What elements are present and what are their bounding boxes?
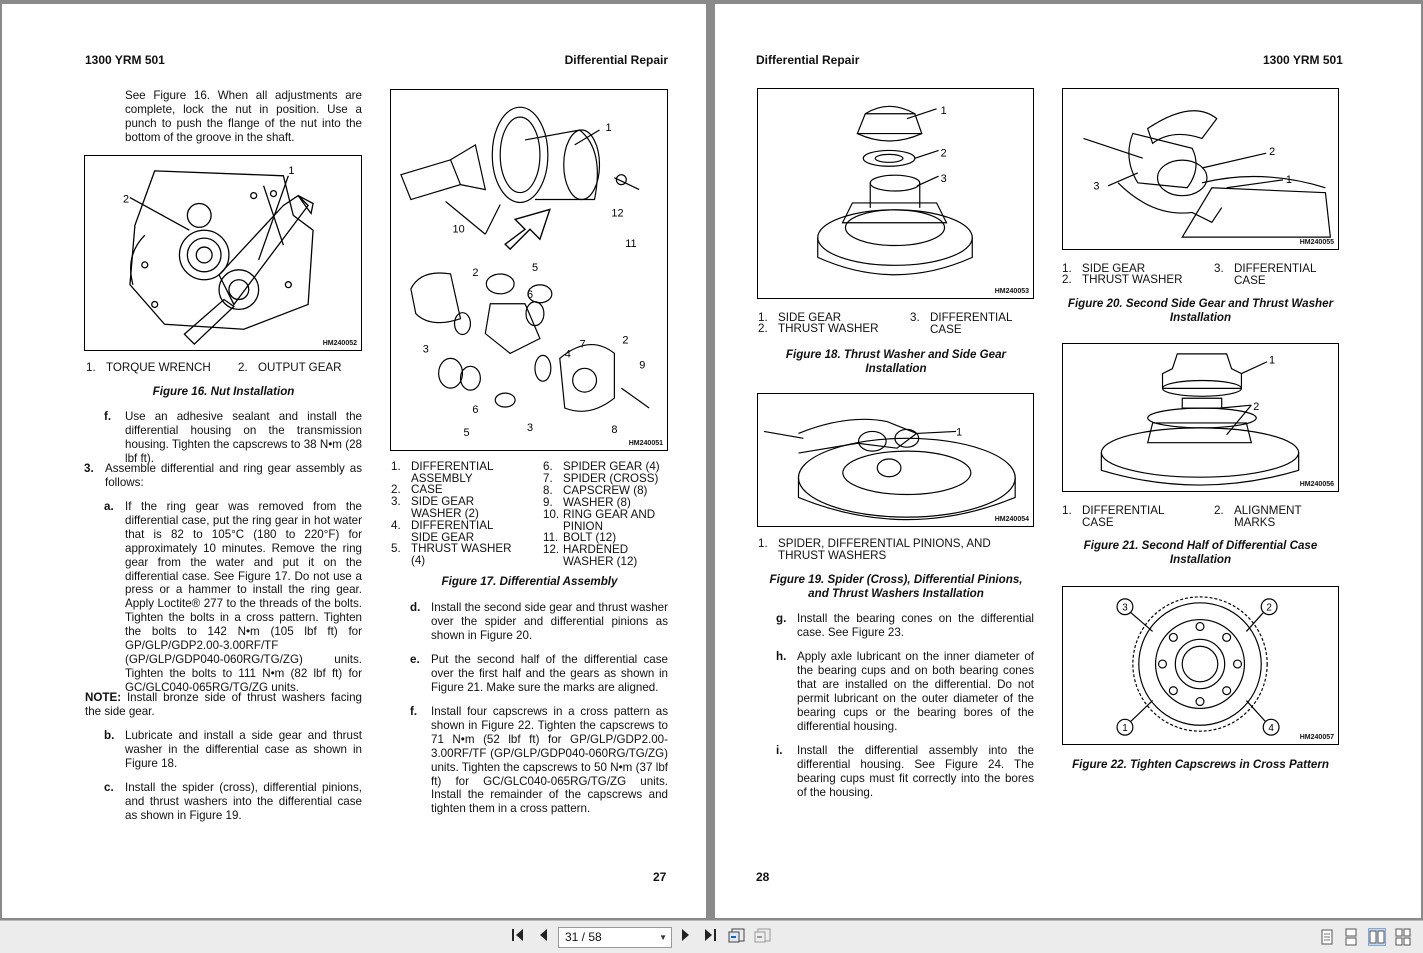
figure-16-id: HM240052 [322,340,357,347]
svg-text:1: 1 [1286,174,1292,186]
intro-paragraph: See Figure 16. When all adjustments are … [125,89,362,144]
step-b-paragraph: b.Lubricate and install a side gear and … [104,729,362,770]
step-i-paragraph: i.Install the differential assembly into… [776,744,1034,799]
step-c-paragraph: c.Install the spider (cross), differenti… [104,781,362,822]
right-page: Differential Repair 1300 YRM 501 [715,4,1421,918]
figure-18-legend: 1.SIDE GEAR 2.THRUST WASHER 3.DIFFERENTI… [758,311,1013,336]
figure-21-legend: 1.DIFFERENTIAL CASE 2.ALIGNMENT MARKS [1062,504,1302,529]
svg-text:5: 5 [463,427,469,439]
svg-text:9: 9 [639,359,645,371]
figure-19-caption: Figure 19. Spider (Cross), Differential … [769,573,1023,600]
svg-text:3: 3 [423,343,429,355]
figure-17-id: HM240051 [628,440,663,447]
figure-20-id: HM240055 [1299,239,1334,246]
header-doc-number: 1300 YRM 501 [1263,53,1343,67]
svg-text:3: 3 [1093,181,1099,193]
figure-22-id: HM240057 [1299,734,1334,741]
svg-text:12: 12 [611,207,623,219]
header-section-title: Differential Repair [564,53,668,67]
svg-text:8: 8 [611,424,617,436]
svg-text:3: 3 [941,173,947,185]
left-page: 1300 YRM 501 Differential Repair See Fig… [2,4,706,918]
step-h-paragraph: h.Apply axle lubricant on the inner diam… [776,650,1034,733]
figure-17-legend: 1.DIFFERENTIAL ASSEMBLY 2.CASE 3.SIDE GE… [391,460,660,568]
figure-16-caption: Figure 16. Nut Installation [152,385,295,398]
chevron-down-icon[interactable]: ▼ [659,933,667,942]
svg-text:4: 4 [565,348,571,360]
figure-16-illustration: 2 1 HM240052 [84,155,362,351]
svg-text:5: 5 [532,262,538,274]
svg-text:3: 3 [1122,603,1128,614]
svg-text:10: 10 [453,223,465,235]
figure-18-id: HM240053 [994,288,1029,295]
svg-text:2: 2 [1269,146,1275,158]
facing-view-icon[interactable] [1368,928,1386,946]
page-number-right: 28 [756,870,770,884]
svg-text:7: 7 [580,338,586,350]
figure-22-caption: Figure 22. Tighten Capscrews in Cross Pa… [1072,758,1329,771]
step-d-paragraph: d.Install the second side gear and thrus… [410,601,668,642]
last-page-icon[interactable] [700,927,720,947]
continuous-facing-view-icon[interactable] [1394,928,1412,946]
figure-20-legend: 1.SIDE GEAR 2.THRUST WASHER 3.DIFFERENTI… [1062,262,1317,287]
previous-page-icon[interactable] [534,927,552,947]
figure-21-illustration: 1 2 HM240056 [1062,343,1339,492]
step-f-paragraph: f.Use an adhesive sealant and install th… [104,410,362,465]
go-back-view-icon[interactable] [726,927,748,947]
next-page-icon[interactable] [677,927,695,947]
header-section-title: Differential Repair [756,53,860,67]
figure-17-caption: Figure 17. Differential Assembly [441,575,618,588]
first-page-icon[interactable] [508,927,528,947]
svg-text:2: 2 [1253,401,1259,413]
svg-text:6: 6 [472,404,478,416]
step-g-paragraph: g.Install the bearing cones on the diffe… [776,612,1034,639]
svg-text:2: 2 [941,147,947,159]
svg-text:1: 1 [1122,723,1127,734]
go-forward-view-icon[interactable] [752,927,774,947]
figure-20-illustration: 2 3 1 HM240055 [1062,88,1339,250]
callout-1: 1 [288,165,294,177]
step-e-paragraph: e.Put the second half of the differentia… [410,653,668,694]
figure-16-legend: 1.TORQUE WRENCH 2.OUTPUT GEAR [86,361,342,374]
svg-text:2: 2 [1266,603,1271,614]
figure-20-caption: Figure 20. Second Side Gear and Thrust W… [1067,297,1334,324]
svg-text:6: 6 [527,289,533,301]
figure-17-illustration: 1 10 12 11 2 5 6 3 4 7 2 9 6 5 3 8 HM240… [390,89,668,451]
step-3-paragraph: 3.Assemble differential and ring gear as… [84,462,362,489]
svg-text:1: 1 [605,122,611,134]
svg-text:4: 4 [1268,723,1274,734]
figure-18-caption: Figure 18. Thrust Washer and Side Gear I… [785,348,1007,375]
step-f2-paragraph: f.Install four capscrews in a cross patt… [410,705,668,816]
svg-text:3: 3 [527,422,533,434]
viewer-toolbar: 31 / 58 ▼ [0,920,1423,953]
page-number-left: 27 [653,870,667,884]
page-number-input[interactable]: 31 / 58 ▼ [558,927,672,948]
figure-21-caption: Figure 21. Second Half of Differential C… [1083,539,1318,566]
figure-19-illustration: 1 HM240054 [757,393,1034,527]
step-a-paragraph: a.If the ring gear was removed from the … [104,500,362,694]
svg-text:1: 1 [1269,355,1275,367]
svg-text:2: 2 [622,334,628,346]
figure-21-id: HM240056 [1299,481,1334,488]
callout-2: 2 [123,194,129,206]
svg-text:2: 2 [472,267,478,279]
figure-19-legend: 1.SPIDER, DIFFERENTIAL PINIONS, AND THRU… [758,537,991,562]
note-paragraph: NOTE: Install bronze side of thrust wash… [85,691,362,718]
svg-text:1: 1 [941,105,947,117]
svg-text:1: 1 [956,426,962,438]
figure-22-illustration: 3 2 1 4 HM240057 [1062,586,1339,745]
continuous-view-icon[interactable] [1342,928,1360,946]
svg-text:11: 11 [625,238,636,250]
figure-18-illustration: 1 2 3 HM240053 [757,88,1034,299]
figure-19-id: HM240054 [994,516,1029,523]
single-page-view-icon[interactable] [1318,928,1336,946]
header-doc-number: 1300 YRM 501 [85,53,165,67]
